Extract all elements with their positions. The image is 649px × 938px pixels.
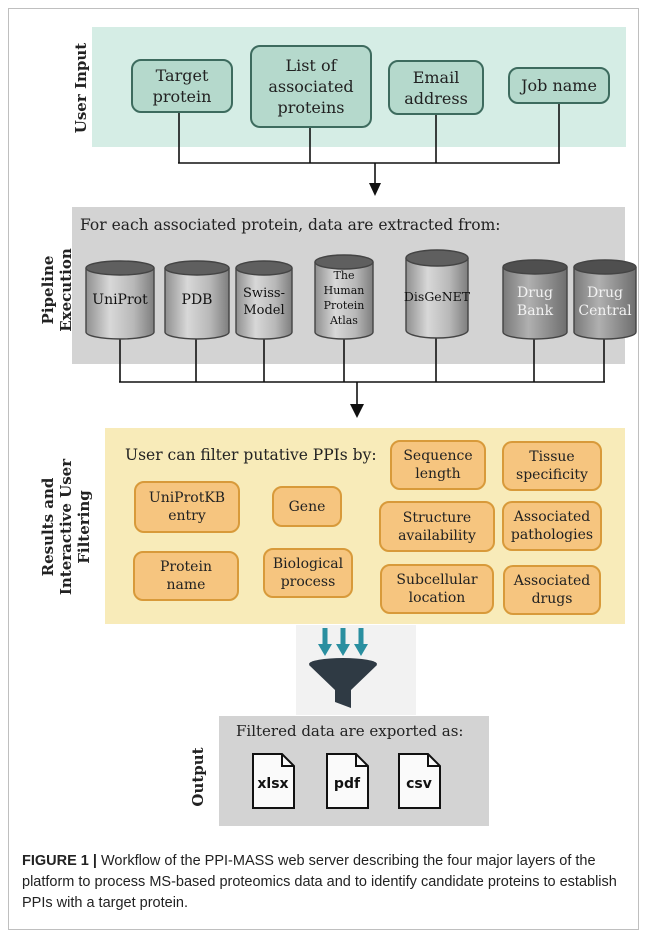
results-label: Results and Interactive User Filtering: [39, 458, 93, 596]
filter-uniprotkb-entry: UniProtKB entry: [134, 481, 240, 533]
pipeline-label: Pipeline Execution: [39, 248, 75, 332]
filter-associated-pathologies: Associated pathologies: [502, 501, 602, 551]
output-heading: Filtered data are exported as:: [236, 722, 464, 740]
db-disgenet: DisGeNET: [403, 288, 471, 304]
db-human-protein-atlas: The Human Protein Atlas: [323, 269, 365, 327]
file-csv-label: csv: [406, 776, 432, 792]
file-pdf-label: pdf: [333, 776, 361, 792]
filter-biological-process: Biological process: [263, 548, 353, 598]
filter-subcellular-location: Subcellular location: [380, 564, 494, 614]
db-uniprot: UniProt: [92, 292, 148, 308]
input-job-name: Job name: [508, 67, 610, 104]
filter-associated-drugs: Associated drugs: [503, 565, 601, 615]
pipeline-heading: For each associated protein, data are ex…: [80, 216, 501, 234]
db-drugcentral: Drug Central: [578, 285, 632, 319]
figure-frame: [8, 8, 639, 930]
db-pdb: PDB: [181, 292, 213, 308]
caption-text: Workflow of the PPI-MASS web server desc…: [22, 853, 617, 911]
filter-tissue-specificity: Tissue specificity: [502, 441, 602, 491]
filter-structure-availability: Structure availability: [379, 501, 495, 552]
filter-gene: Gene: [272, 486, 342, 527]
db-drugbank: Drug Bank: [516, 285, 554, 319]
file-xlsx-label: xlsx: [257, 776, 289, 792]
filter-protein-name: Protein name: [133, 551, 239, 601]
filter-sequence-length: Sequence length: [390, 440, 486, 490]
db-swiss-model: Swiss- Model: [243, 286, 285, 318]
input-target-protein: Target protein: [131, 59, 233, 113]
results-heading: User can filter putative PPIs by:: [125, 446, 377, 464]
output-label: Output: [189, 747, 207, 807]
figure-caption: FIGURE 1 | Workflow of the PPI-MASS web …: [22, 851, 622, 914]
input-email-address: Email address: [388, 60, 484, 115]
user-input-label: User Input: [72, 42, 90, 134]
caption-prefix: FIGURE 1 |: [22, 853, 97, 869]
input-associated-proteins: List of associated proteins: [250, 45, 372, 128]
